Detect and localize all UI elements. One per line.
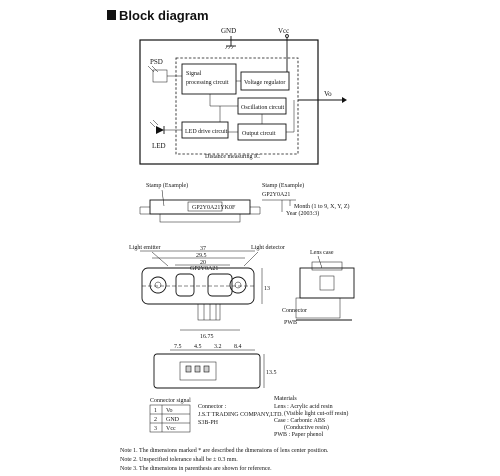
connector-table-frame [149,404,191,433]
led-label: LED [152,142,166,150]
stamp-example-title: Stamp (Example) [262,182,304,189]
connector-line-2: J.S.T TRADING COMPANY,LTD. [198,412,283,418]
materials-list: Materials Lens : Acrylic acid resin (Vis… [274,396,348,438]
connector-line-1: Connector : [198,404,226,410]
connector-callout: Connector [282,308,307,314]
year-legend: Year (2003:3) [286,210,319,217]
gnd-label: GND [221,27,236,35]
dim-3-2: 3.2 [214,344,222,350]
block-diagram: GND Vcc Vo Signal processing circuit Vol… [139,27,347,165]
stamp-callout: Stamp (Example) [146,182,188,189]
light-emitter-label: Light emitter [129,245,161,251]
psd-sensor-icon [152,69,168,83]
materials-title: Materials [274,396,297,402]
side-view-drawing: Lens case Connector PWB [282,250,355,326]
materials-line-4: (Conductive resin) [284,424,329,431]
materials-line-2: (Visible light cut-off resin) [284,410,348,417]
dim-7-5: 7.5 [174,344,182,350]
dim-29-5: 29.5 [196,253,207,259]
note-2: Note 2. Unspecified tolerance shall be ±… [120,456,238,463]
stamp-example-code: GP2Y0A21 [262,192,290,198]
center-code-label: GP2Y0A21 [190,266,218,272]
dim-20: 20 [200,260,206,266]
lens-case-label: Lens case [310,250,334,256]
led-drive-label: LED drive circuit [185,129,228,135]
note-3: Note 3. The dimensions in parenthesis ar… [120,465,272,472]
oscillation-label: Oscillation circuit [241,105,284,111]
led-diode-icon [156,126,164,134]
dim-37: 37 [200,246,206,252]
table-row-1-num: 1 [154,408,157,414]
light-detector-label: Light detector [251,245,285,251]
outer-frame [139,39,319,165]
signal-processing-block [181,63,237,95]
connector-signal-table: Connector signal 1 Vo 2 GND 3 Vcc Connec… [149,398,283,433]
table-row-3-signal: Vcc [166,426,176,432]
connector-housing [197,303,221,321]
vcc-label: Vcc [278,27,289,35]
mount-hole-right [229,276,247,294]
block-diagram-title: Block diagram [119,8,209,23]
dim-16-75: 16.75 [200,334,214,340]
sensor-side-body [299,267,355,299]
materials-line-5: PWB : Paper phenol [274,432,323,438]
dim-8-4: 8.4 [234,344,242,350]
table-row-3-num: 3 [154,426,157,432]
front-view-drawing: Light emitter Light detector 37 29.5 20 … [129,245,285,340]
mount-hole-left [149,276,167,294]
signal-processing-label-1: Signal [186,71,202,77]
materials-line-1: Lens : Acrylic acid resin [274,404,333,410]
top-view-drawing: Stamp (Example) GP2Y0A21YK0F [139,182,261,223]
dim-4-5: 4.5 [194,344,202,350]
dim-13-5: 13.5 [266,370,277,376]
emitter-lens [175,273,195,297]
connector-table-title: Connector signal [150,398,191,404]
side-connector [295,297,341,319]
note-1: Note 1. The dimensions marked * are desc… [120,447,329,454]
stamp-example: Stamp (Example) GP2Y0A21 Month (1 to 9, … [262,182,350,217]
pwb-callout: PWB [284,320,297,326]
ic-label: Distance measuring IC [205,154,260,160]
voltage-regulator-label: Voltage regulator [244,80,285,86]
sensor-bottom-body [153,353,261,389]
ic-boundary [175,57,299,155]
table-row-2-signal: GND [166,417,180,423]
materials-line-3: Case : Carbonic ABS [274,418,325,424]
table-row-1-signal: Vo [166,408,173,414]
connector-line-3: S3B-PH [198,420,219,426]
psd-label: PSD [150,58,163,66]
detector-lens [207,273,233,297]
header-square-icon [107,10,116,20]
table-row-2-num: 2 [154,417,157,423]
bottom-connector [179,361,217,381]
vcc-terminal-icon [285,34,289,38]
vo-label: Vo [324,90,332,98]
bottom-view-drawing: 7.5 4.5 3.2 8.4 13.5 [153,344,277,389]
output-circuit-label: Output circuit [242,131,276,137]
vo-arrow-icon [342,97,347,103]
month-legend: Month (1 to 9, X, Y, Z) [294,203,350,210]
dim-13: 13 [264,286,270,292]
notes: Note 1. The dimensions marked * are desc… [120,447,329,472]
signal-processing-label-2: processing circuit [186,80,229,86]
stamp-text: GP2Y0A21YK0F [192,205,236,211]
